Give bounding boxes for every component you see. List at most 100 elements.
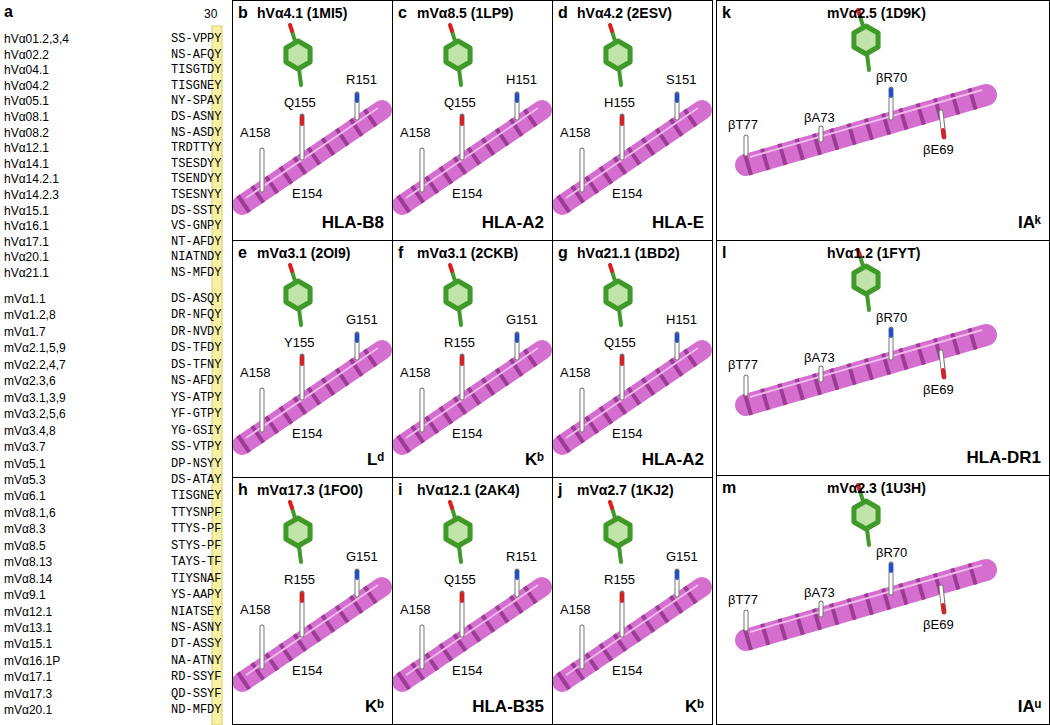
panel-letter: d: [558, 4, 568, 22]
segment-name: mVα6.1: [4, 490, 46, 503]
segment-name: mVα1.7: [4, 326, 46, 339]
residue-label: βR70: [875, 71, 908, 85]
panel-letter: a: [4, 3, 13, 21]
sequence-cell: DP-NSYY: [171, 458, 221, 471]
panel-letter: h: [238, 481, 248, 499]
residue-label: A158: [559, 126, 591, 140]
figure-panel: lhVα1.2 (1FYT)βT77βA73βR70βE69HLA-DR1: [716, 240, 1050, 476]
panel-letter: i: [398, 481, 402, 499]
segment-name: mVα17.1: [4, 671, 52, 684]
figure-panel: jmVα2.7 (1KJ2)R155G151A158E154Kᵇ: [552, 477, 713, 725]
sequence-cell: TIYSNAF: [171, 573, 221, 586]
residue-label: βT77: [727, 118, 759, 132]
segment-name: hVα14.2.3: [4, 189, 59, 202]
segment-name: mVα8.1,6: [4, 507, 56, 520]
panel-title: hVα12.1 (2AK4): [417, 483, 520, 498]
sequence-cell: SS-VTPY: [171, 441, 221, 454]
residue-label: βA73: [803, 586, 836, 600]
mhc-name: HLA-B8: [321, 214, 385, 233]
sequence-cell: YS-ATPY: [171, 392, 221, 405]
residue-label: βT77: [727, 358, 759, 372]
residue-label: R151: [505, 550, 538, 564]
panel-title: mVα2.5 (1D9K): [827, 6, 926, 21]
segment-name: mVα9.1: [4, 589, 46, 602]
panel-title: hVα4.1 (1MI5): [257, 6, 347, 21]
sequence-cell: TTYS-PF: [171, 523, 221, 536]
sequence-cell: DS-SSTY: [171, 205, 221, 218]
panel-title: mVα3.1 (2CKB): [417, 246, 518, 261]
sequence-cell: DR-NVDY: [171, 326, 221, 339]
segment-name: hVα05.1: [4, 95, 49, 108]
figure-panel: cmVα8.5 (1LP9)Q155H151A158E154HLA-A2: [392, 0, 553, 241]
segment-name: mVα3.4,8: [4, 425, 56, 438]
residue-label: βR70: [875, 546, 908, 560]
segment-name: mVα2.1,5,9: [4, 342, 66, 355]
mhc-name: IAᵏ: [1017, 214, 1042, 233]
segment-name: mVα12.1: [4, 606, 52, 619]
mhc-name: HLA-A2: [481, 214, 545, 233]
sequence-cell: TISGNEY: [171, 490, 221, 503]
sequence-cell: NA-ATNY: [171, 655, 221, 668]
sequence-cell: SS-VPPY: [171, 33, 221, 46]
segment-name: hVα14.2.1: [4, 173, 59, 186]
segment-name: mVα3.2,5,6: [4, 408, 66, 421]
figure-panel: ghVα21.1 (1BD2)Q155H151A158E154HLA-A2: [552, 240, 713, 478]
residue-label: Q155: [603, 336, 637, 350]
residue-label: Q155: [443, 96, 477, 110]
segment-name: hVα15.1: [4, 205, 49, 218]
sequence-cell: NIATSEY: [171, 606, 221, 619]
residue-label: E154: [611, 664, 643, 678]
figure-panel: mmVα2.3 (1U3H)βT77βA73βR70βE69IAᵘ: [716, 475, 1050, 725]
segment-name: mVα8.14: [4, 573, 52, 586]
sequence-cell: TSESDYY: [171, 158, 221, 171]
mhc-name: IAᵘ: [1017, 698, 1042, 717]
residue-label: E154: [451, 664, 483, 678]
residue-label: A158: [399, 126, 431, 140]
residue-label: A158: [239, 603, 271, 617]
panel-letter: b: [238, 4, 248, 22]
residue-label: E154: [611, 187, 643, 201]
residue-label: H155: [603, 96, 636, 110]
mhc-name: HLA-DR1: [965, 449, 1042, 468]
residue-label: A158: [239, 126, 271, 140]
sequence-cell: QD-SSYF: [171, 688, 221, 701]
residue-label: S151: [665, 73, 697, 87]
sequence-cell: TISGTDY: [171, 64, 221, 77]
segment-name: hVα12.1: [4, 142, 49, 155]
residue-label: Q155: [443, 573, 477, 587]
sequence-cell: DT-ASSY: [171, 638, 221, 651]
sequence-cell: NS-AFQY: [171, 49, 221, 62]
figure-panel: emVα3.1 (2OI9)Y155G151A158E154Lᵈ: [232, 240, 393, 478]
panel-letter: m: [722, 479, 736, 497]
sequence-cell: RD-SSYF: [171, 671, 221, 684]
figure-panel: hmVα17.3 (1FO0)R155G151A158E154Kᵇ: [232, 477, 393, 725]
sequence-cell: NS-ASDY: [171, 127, 221, 140]
residue-label: Y155: [283, 336, 315, 350]
panel-title: mVα2.7 (1KJ2): [577, 483, 674, 498]
segment-name: hVα14.1: [4, 158, 49, 171]
segment-name: mVα8.13: [4, 556, 52, 569]
segment-name: mVα5.1: [4, 458, 46, 471]
mhc-name: Lᵈ: [366, 451, 385, 470]
residue-label: A158: [399, 603, 431, 617]
segment-name: hVα02.2: [4, 49, 49, 62]
panel-letter: e: [238, 244, 247, 262]
residue-label: βA73: [803, 111, 836, 125]
segment-name: hVα16.1: [4, 220, 49, 233]
segment-name: mVα8.3: [4, 523, 46, 536]
sequence-cell: TSENDYY: [171, 173, 221, 186]
mhc-name: Kᵇ: [364, 698, 385, 717]
sequence-cell: YF-GTPY: [171, 408, 221, 421]
sequence-cell: YS-AAPY: [171, 589, 221, 602]
residue-label: G151: [505, 313, 539, 327]
sequence-cell: TSESNYY: [171, 189, 221, 202]
segment-name: mVα5.3: [4, 474, 46, 487]
residue-label: A158: [559, 603, 591, 617]
residue-label: R155: [603, 573, 636, 587]
panel-title: mVα17.3 (1FO0): [257, 483, 363, 498]
residue-label: E154: [291, 187, 323, 201]
sequence-cell: TTYSNPF: [171, 507, 221, 520]
sequence-cell: DS-ASQY: [171, 293, 221, 306]
residue-label: βE69: [922, 143, 955, 157]
